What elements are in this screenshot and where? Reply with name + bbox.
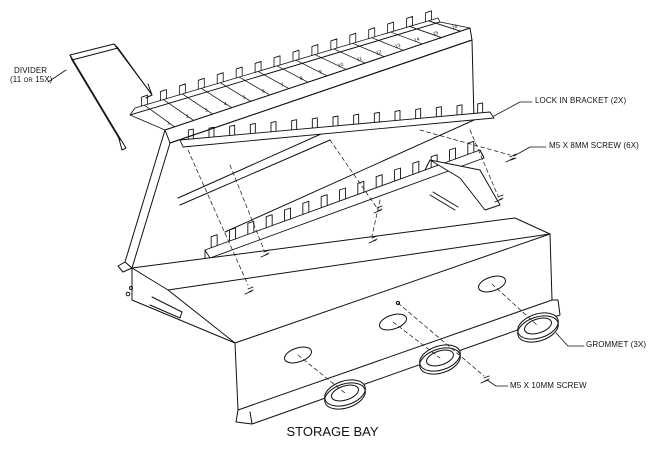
slot-number: 1 xyxy=(166,120,171,127)
slot-number: 12 xyxy=(375,49,382,56)
divider-label: DIVIDER (11 OR 15X) xyxy=(10,66,52,84)
screw-8mm-label: M5 X 8MM SCREW (6X) xyxy=(549,141,639,150)
grommet-left xyxy=(324,379,366,410)
divider-count-b: 15X) xyxy=(35,75,53,84)
slot-number: 6 xyxy=(261,88,266,95)
screw-10mm-label: M5 X 10MM SCREW xyxy=(510,381,587,390)
divider-label-line1: DIVIDER xyxy=(14,66,48,75)
leader-lines xyxy=(47,69,585,387)
front-comb-bracket xyxy=(204,140,485,263)
slot-number: 15 xyxy=(432,30,439,37)
diagram-caption: STORAGE BAY xyxy=(286,424,379,439)
side-bracket xyxy=(424,159,501,211)
slot-number: 4 xyxy=(223,101,228,108)
slot-number: 2 xyxy=(185,114,190,121)
slot-number: 7 xyxy=(280,82,285,89)
slot-number: 16 xyxy=(451,24,458,31)
grommet-middle xyxy=(419,344,461,375)
slot-number: 5 xyxy=(242,95,247,102)
grommet-right xyxy=(517,312,559,343)
divider-count-or: OR xyxy=(23,78,33,84)
divider-label-line2: (11 OR 15X) xyxy=(10,75,52,84)
slot-number: 3 xyxy=(204,107,209,114)
assembly-guide-lines xyxy=(187,129,539,394)
screws xyxy=(244,153,517,384)
slot-number: 9 xyxy=(318,69,323,76)
rear-panel xyxy=(117,27,475,273)
slot-number: 10 xyxy=(337,62,344,69)
divider-rack xyxy=(129,10,471,131)
divider-wire xyxy=(69,43,153,151)
lock-bracket-label: LOCK IN BRACKET (2X) xyxy=(535,96,627,105)
slot-number: 14 xyxy=(413,36,420,43)
rear-comb-bracket xyxy=(179,102,495,148)
grommet-label: GROMMET (3X) xyxy=(586,340,647,349)
divider-count-a: (11 xyxy=(10,75,22,84)
slot-number: 8 xyxy=(299,75,304,82)
slot-number: 11 xyxy=(356,56,363,63)
slot-number: 13 xyxy=(394,43,401,50)
